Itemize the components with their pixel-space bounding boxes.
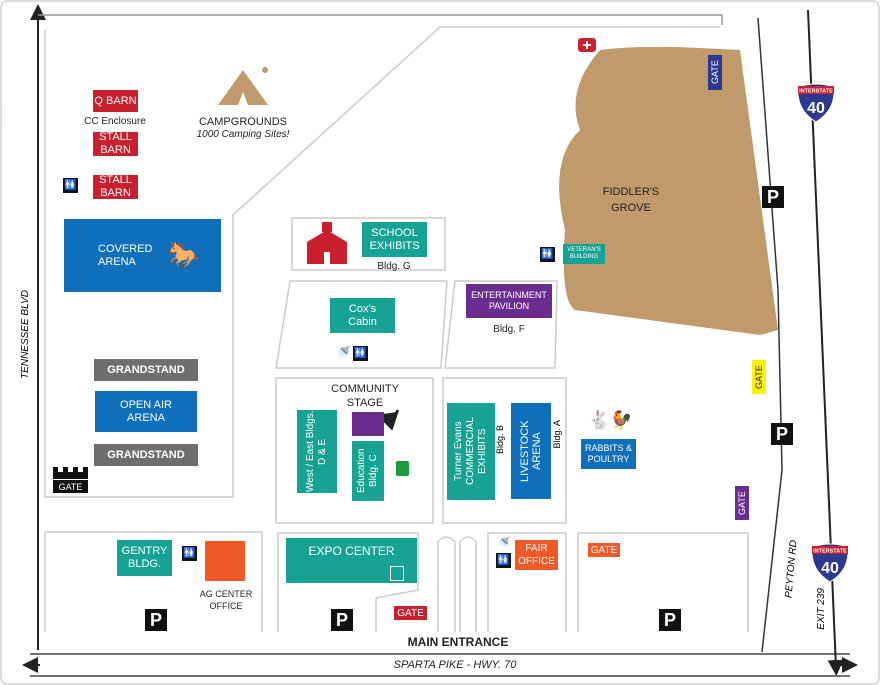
first-aid-icon [578,38,596,52]
shower-icon: 🚿 [497,537,511,549]
bldg-b-label: Bldg. B [495,425,505,455]
bldg-a-label: Bldg. A [552,420,562,449]
gate-checkered[interactable]: GATE [53,480,88,493]
schoolhouse-icon [307,222,347,264]
interstate-label: INTERSTATE [813,549,847,555]
tent-icon [218,67,268,105]
interstate-shield-icon: INTERSTATE 40 [797,83,835,123]
west-east-buildings[interactable]: West / East Bldgs. D & E [297,410,337,493]
restroom-icon: 🚻 [540,247,555,262]
community-stage-label: COMMUNITY STAGE [331,383,399,409]
stall-barn[interactable]: STALL BARN [93,174,138,199]
grandstand[interactable]: GRANDSTAND [94,444,198,466]
rabbits-poultry[interactable]: RABBITS & POULTRY [581,439,636,469]
parking-icon: P [145,609,167,631]
bldg-f-label: Bldg. F [493,324,525,335]
cc-enclosure-label: CC Enclosure [84,116,146,127]
fiddlers-grove-label[interactable]: FIDDLER'S GROVE [602,186,660,214]
atm-icon [396,461,409,476]
covered-arena-label: COVERED ARENA [98,242,153,268]
coxs-cabin[interactable]: Cox's Cabin [330,298,395,333]
restroom-icon: 🚻 [496,553,511,568]
school-exhibits[interactable]: SCHOOL EXHIBITS [362,222,427,257]
restroom-icon: 🚻 [63,178,78,193]
fair-office[interactable]: FAIR OFFICE [515,540,558,570]
road-label-tennessee: TENNESSEE BLVD [20,290,31,379]
livestock-arena[interactable]: LIVESTOCK ARENA [511,403,551,499]
arrow-icon [376,409,400,431]
expo-center[interactable]: EXPO CENTER [286,538,417,583]
shower-icon: 🚿 [336,345,351,359]
commercial-exhibits[interactable]: Turner Evans COMMERCIAL EXHIBITS [447,403,495,500]
parking-icon: P [331,609,353,631]
entertainment-pavilion[interactable]: ENTERTAINMENT PAVILION [466,284,552,318]
gate-fiddlers-grove[interactable]: GATE [708,55,722,90]
gate-main[interactable]: GATE [394,606,427,620]
veterans-building[interactable]: VETERAN'S BUILDING [563,244,605,264]
horse-icon: 🐎 [168,240,201,270]
checkered-gate-icon [53,467,88,479]
gate-east[interactable]: GATE [588,543,620,557]
ag-center-office-label: AG CENTER OFFICE [199,589,253,611]
fiddlers-grove-area [559,46,778,335]
grandstand[interactable]: GRANDSTAND [94,359,198,381]
rabbit-chicken-icon: 🐇🐓 [588,410,633,430]
camping-sites-label: 1000 Camping Sites! [196,129,290,140]
stall-barn[interactable]: STALL BARN [93,131,138,156]
main-entrance-label[interactable]: MAIN ENTRANCE [407,635,509,649]
bldg-g-label: Bldg. G [377,261,411,272]
parking-icon: P [762,186,784,208]
gate-purple[interactable]: GATE [735,486,749,520]
peyton-rd-road [757,17,783,653]
community-stage[interactable] [352,412,384,436]
restroom-icon: 🚻 [353,346,368,361]
interstate-shield-icon: INTERSTATE 40 [811,543,849,583]
ag-center-office[interactable] [205,541,245,581]
exit-label: EXIT 239 [816,588,827,630]
parking-icon: P [771,423,793,445]
open-air-arena[interactable]: OPEN AIR ARENA [95,391,197,432]
road-label-sparta: SPARTA PIKE - HWY. 70 [393,659,517,671]
education-building[interactable]: Education Bldg. C [352,441,384,501]
interstate-number: 40 [821,560,839,577]
interstate-number: 40 [807,100,825,117]
interstate-label: INTERSTATE [799,89,833,95]
q-barn[interactable]: Q BARN [93,90,138,112]
parking-icon: P [659,609,681,631]
campgrounds-label[interactable]: CAMPGROUNDS [198,116,288,128]
restroom-icon: 🚻 [182,546,197,561]
atm-icon [390,566,404,581]
gentry-building[interactable]: GENTRY BLDG. [117,540,172,576]
covered-arena[interactable]: COVERED ARENA 🐎 [64,219,221,292]
gate-yellow[interactable]: GATE [752,360,766,394]
